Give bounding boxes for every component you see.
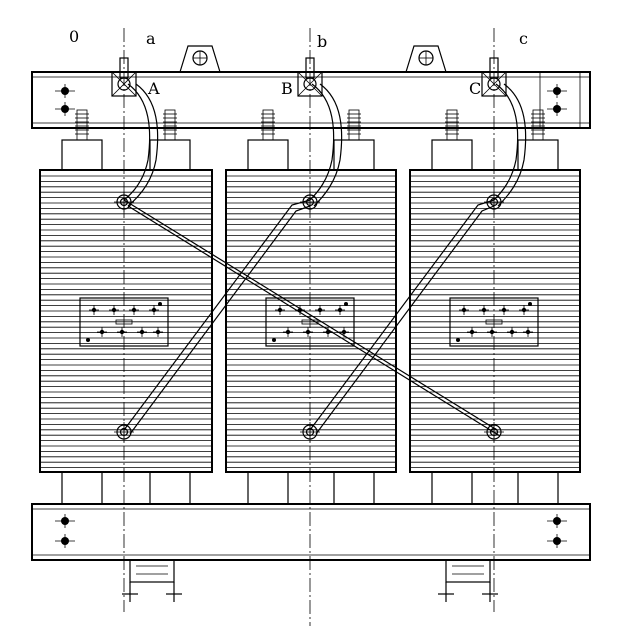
panel-screw — [456, 338, 460, 342]
label-neutral: 0 — [69, 27, 79, 46]
label-hv-a: A — [147, 79, 160, 98]
upper-spacer-block — [333, 139, 375, 171]
lower-spacer-block — [431, 471, 473, 505]
upper-spacer-block — [431, 139, 473, 171]
upper-spacer-block — [61, 139, 103, 171]
base-foot-right — [438, 559, 498, 602]
panel-screw — [86, 338, 90, 342]
panel-screw — [158, 302, 162, 306]
coil-outline — [409, 169, 581, 473]
lifting-lug-left — [179, 45, 221, 73]
hv-bushing-leads — [123, 83, 527, 207]
clamp-bolt — [262, 109, 274, 141]
label-lv-b: b — [317, 32, 327, 51]
panel-screw — [528, 302, 532, 306]
panel-screw — [272, 338, 276, 342]
clamp-bolt — [446, 109, 458, 141]
upper-spacer-block — [517, 139, 559, 171]
coil-phase-a — [39, 109, 213, 505]
upper-spacer-block — [247, 139, 289, 171]
coil-outline — [225, 169, 397, 473]
lower-spacer-block — [149, 471, 191, 505]
panel-screw — [344, 302, 348, 306]
label-hv-c: C — [469, 79, 481, 98]
label-hv-b: B — [281, 79, 293, 98]
lower-spacer-block — [517, 471, 559, 505]
phase-centerlines — [123, 28, 495, 626]
lower-spacer-block — [333, 471, 375, 505]
coil-phase-b — [225, 109, 397, 505]
coil-outline — [39, 169, 213, 473]
clamp-bolt — [532, 109, 544, 141]
lifting-lug-right — [405, 45, 447, 73]
clamp-bolt — [164, 109, 176, 141]
phase-coils — [39, 109, 581, 505]
label-lv-a: a — [146, 29, 156, 48]
top-beam-bolts — [55, 84, 567, 116]
lower-spacer-block — [247, 471, 289, 505]
coil-phase-c — [409, 109, 581, 505]
upper-spacer-block — [149, 139, 191, 171]
bottom-clamp-beam — [31, 503, 591, 561]
base-foot-left — [122, 559, 182, 602]
lower-spacer-block — [61, 471, 103, 505]
label-lv-c: c — [519, 29, 528, 48]
clamp-bolt — [76, 109, 88, 141]
clamp-bolt — [348, 109, 360, 141]
